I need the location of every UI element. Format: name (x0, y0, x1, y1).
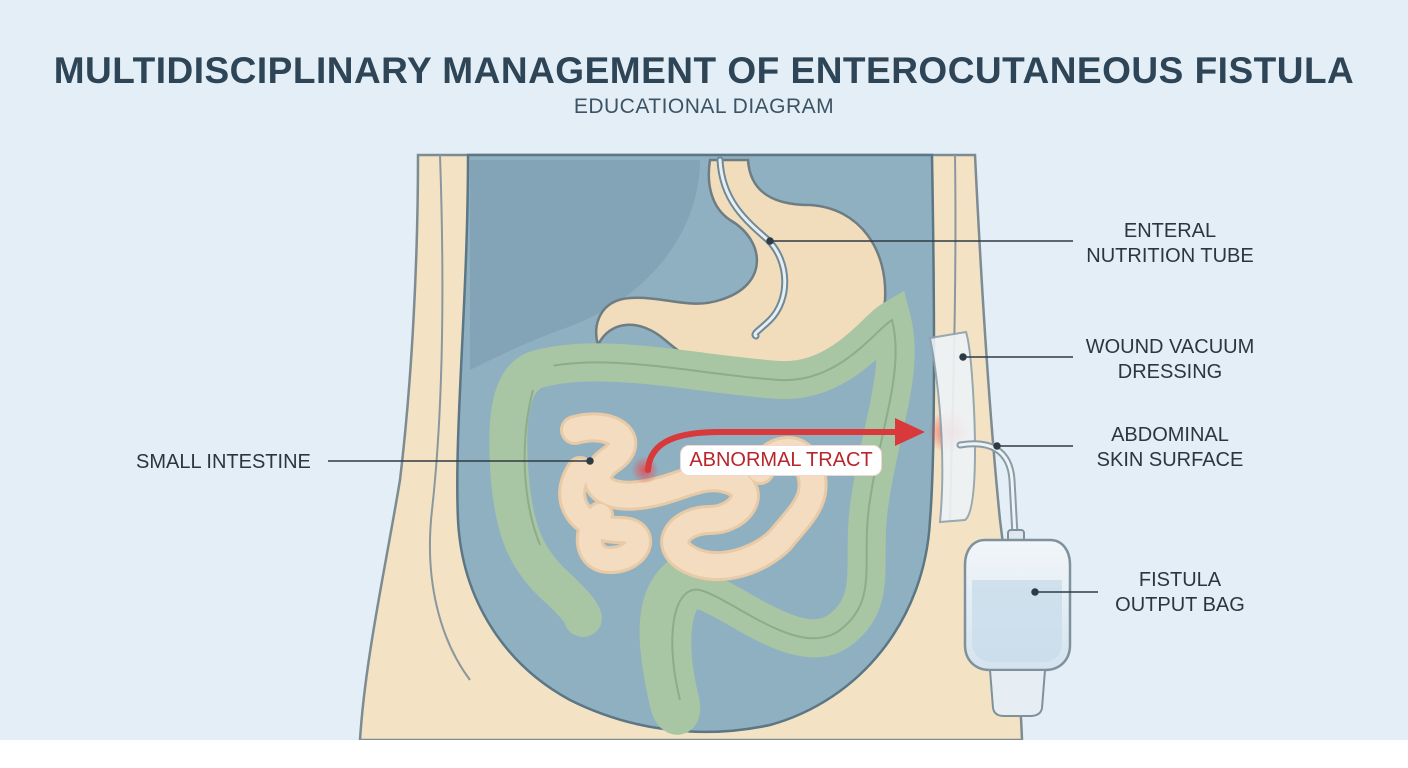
label-line: FISTULA (1138, 569, 1222, 591)
diagram-subtitle: EDUCATIONAL DIAGRAM (573, 95, 835, 118)
abnormal-tract-arrow (645, 429, 898, 473)
label-line: SKIN SURFACE (1096, 449, 1244, 471)
label-abnormal-tract: ABNORMAL TRACT (681, 446, 881, 475)
fistula-output-bag (963, 529, 1072, 717)
label-line: DRESSING (1117, 361, 1223, 383)
label-small-intestine: SMALL INTESTINE (136, 451, 311, 473)
label-line: ENTERAL (1123, 220, 1217, 242)
label-abdominal-skin-surface: ABDOMINAL SKIN SURFACE (1070, 423, 1270, 473)
label-line: OUTPUT BAG (1115, 594, 1245, 616)
leader-lines (328, 237, 1098, 596)
tract-arrowhead (895, 418, 925, 446)
label-line: ABDOMINAL (1111, 424, 1229, 446)
diagram-stage: MULTIDISCIPLINARY MANAGEMENT OF ENTEROCU… (0, 0, 1408, 740)
label-line: WOUND VACUUM (1085, 336, 1255, 358)
label-wound-vacuum-dressing: WOUND VACUUM DRESSING (1070, 335, 1270, 385)
diagram-title: MULTIDISCIPLINARY MANAGEMENT OF ENTEROCU… (53, 50, 1355, 91)
label-line: NUTRITION TUBE (1086, 245, 1254, 267)
label-fistula-output-bag: FISTULA OUTPUT BAG (1080, 568, 1280, 618)
small-intestine (558, 412, 828, 582)
label-enteral-nutrition-tube: ENTERAL NUTRITION TUBE (1070, 219, 1270, 269)
wound-vacuum-dressing (928, 330, 977, 524)
anatomy-illustration (328, 153, 1098, 740)
stomach (594, 158, 887, 387)
